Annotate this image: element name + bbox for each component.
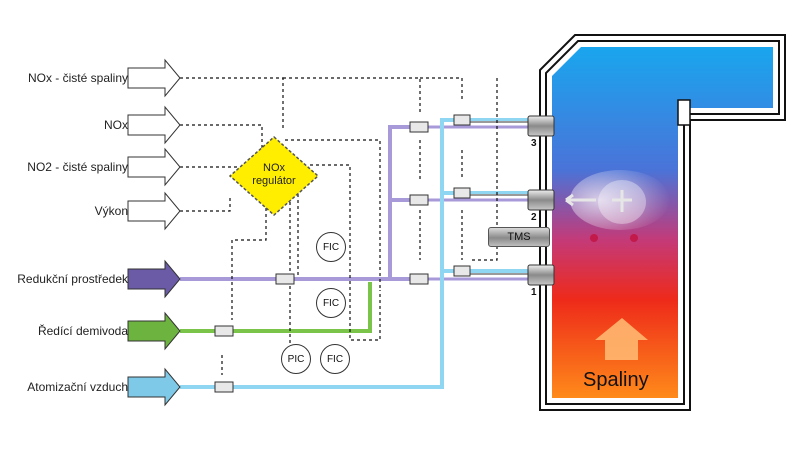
boiler	[539, 34, 786, 411]
input-label-no2-clean: NO2 - čisté spaliny	[27, 160, 128, 174]
nozzle-number-3: 3	[531, 138, 537, 149]
nozzle-number-2: 2	[531, 212, 537, 223]
regulator-label-line1: NOx	[263, 162, 285, 174]
tms-probe: TMS	[488, 227, 550, 247]
signal-lines	[180, 77, 498, 375]
input-label-atomizing-air: Atomizační vzduch	[27, 380, 128, 394]
controller-fic-3: FIC	[320, 344, 350, 374]
input-label-reducer: Redukční prostředek	[17, 272, 128, 286]
input-label-nox-clean: NOx - čisté spaliny	[27, 71, 128, 85]
input-label-nox: NOx	[104, 118, 128, 132]
nozzles	[527, 115, 555, 286]
spray-cloud	[565, 170, 670, 360]
controller-fic-2: FIC	[316, 288, 346, 318]
input-arrows	[127, 58, 181, 407]
controller-pic: PIC	[281, 344, 311, 374]
regulator-label-line2: regulátor	[252, 175, 296, 187]
input-label-demi-water: Ředící demivoda	[37, 324, 128, 338]
regulator-diamond	[228, 135, 320, 217]
controller-fic-1: FIC	[316, 232, 346, 262]
regulator-label: NOx regulátor	[245, 162, 303, 188]
nozzle-number-1: 1	[531, 287, 537, 298]
flue-gas-label: Spaliny	[583, 369, 649, 391]
input-label-power: Výkon	[94, 204, 128, 218]
valves	[214, 114, 471, 393]
